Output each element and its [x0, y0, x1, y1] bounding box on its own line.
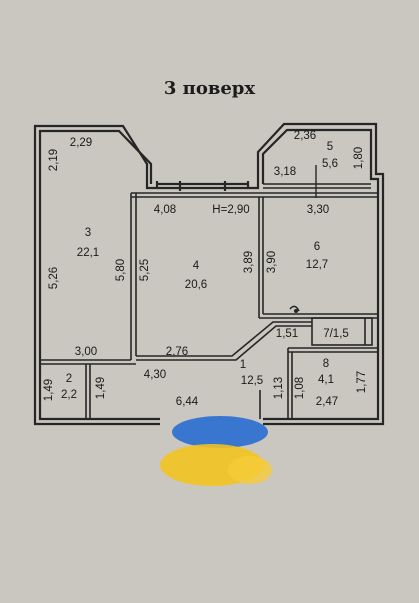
dimension-label: 5,25 — [139, 259, 151, 281]
room-1-area: 12,5 — [241, 375, 263, 387]
dimension-label: H=2,90 — [212, 204, 249, 216]
dimension-label: 1,13 — [273, 377, 285, 399]
door-handle — [294, 309, 298, 313]
room-1-number: 1 — [240, 359, 246, 371]
dimension-label: 3,18 — [274, 166, 296, 178]
dimension-label: 2,29 — [70, 137, 92, 149]
outer-wall-inner — [261, 128, 380, 421]
ukrainian-flag-blur — [160, 416, 272, 486]
dimension-label: 3,90 — [266, 251, 278, 273]
dimension-label: 6,44 — [176, 396, 199, 408]
dimension-label: 3,89 — [243, 251, 255, 273]
dimension-label: 1,77 — [356, 371, 368, 393]
room-4-number: 4 — [193, 260, 200, 272]
room-2-number: 2 — [66, 373, 72, 385]
dimension-label: 1,51 — [276, 328, 298, 340]
dimension-label: 2,36 — [294, 130, 316, 142]
dimension-label: 1,08 — [294, 377, 306, 399]
room-4-area: 20,6 — [185, 279, 207, 291]
room-7-box — [311, 317, 373, 346]
door-arc — [289, 305, 300, 312]
dimension-label: 1,49 — [95, 377, 107, 399]
outer-wall-inner — [38, 129, 160, 421]
room-3-area: 22,1 — [77, 247, 99, 259]
room-7-label: 7/1,5 — [323, 328, 349, 340]
room-6-number: 6 — [314, 241, 320, 253]
dimension-label: 2,47 — [316, 396, 338, 408]
room-8-area: 4,1 — [318, 374, 334, 386]
room-5-area: 5,6 — [322, 158, 338, 170]
dimension-label: 5,80 — [115, 259, 127, 281]
outer-wall — [246, 122, 385, 426]
room-3-number: 3 — [85, 227, 91, 239]
partition-wall — [136, 325, 312, 361]
room-6-area: 12,7 — [306, 259, 328, 271]
outer-wall — [33, 124, 160, 426]
partition-wall — [136, 321, 312, 357]
dimension-label: 2,19 — [48, 149, 60, 171]
dimension-label: 3,30 — [307, 204, 329, 216]
dimension-label: 1,49 — [43, 379, 55, 401]
dimension-label: 2,76 — [166, 346, 188, 358]
dimension-label: 4,30 — [144, 369, 166, 381]
dimension-label: 1,80 — [353, 147, 365, 169]
room-5-number: 5 — [327, 141, 333, 153]
room-2-area: 2,2 — [61, 389, 77, 401]
floor-title: 3 поверх — [163, 78, 256, 99]
room-8-number: 8 — [323, 358, 329, 370]
dimension-label: 5,26 — [48, 267, 60, 289]
dimension-label: 4,08 — [154, 204, 176, 216]
dimension-label: 3,00 — [75, 346, 97, 358]
